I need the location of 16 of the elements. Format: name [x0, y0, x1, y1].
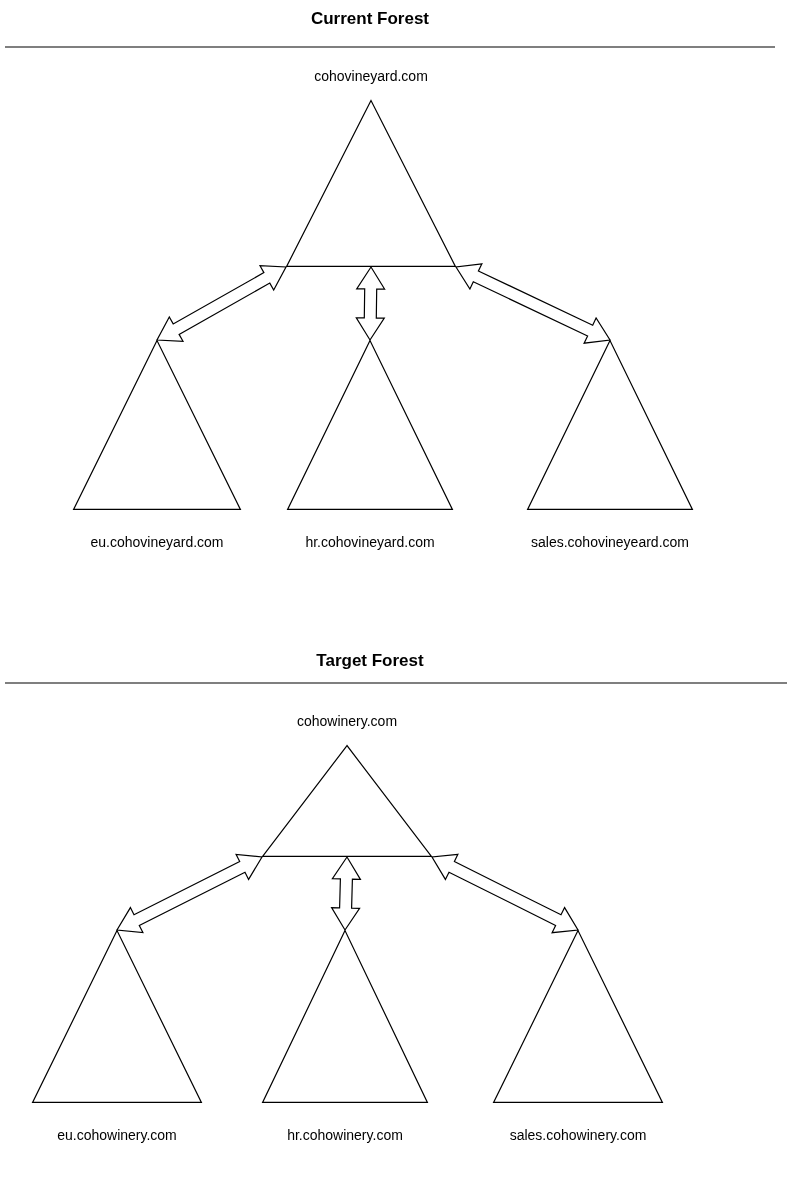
domain-name: sales.cohowinery.com [509, 1127, 647, 1143]
domain-name: eu.cohowinery.com [57, 1127, 177, 1143]
double-arrow [330, 855, 362, 932]
domain-name: cohovineyard.com [314, 68, 428, 84]
double-arrow [156, 265, 287, 342]
double-arrow [355, 265, 386, 342]
section-heading: Target Forest [316, 651, 424, 671]
domain-name: sales.cohovineyeard.com [531, 534, 689, 550]
domain-name: hr.cohovineyard.com [305, 534, 435, 550]
domain-name: cohowinery.com [296, 713, 398, 729]
domain-name: eu.cohovineyard.com [90, 534, 224, 550]
double-arrow [455, 263, 611, 344]
section-heading: Current Forest [310, 9, 430, 29]
double-arrow [116, 853, 263, 934]
domain-name: hr.cohowinery.com [287, 1127, 403, 1143]
double-arrow [431, 853, 579, 934]
